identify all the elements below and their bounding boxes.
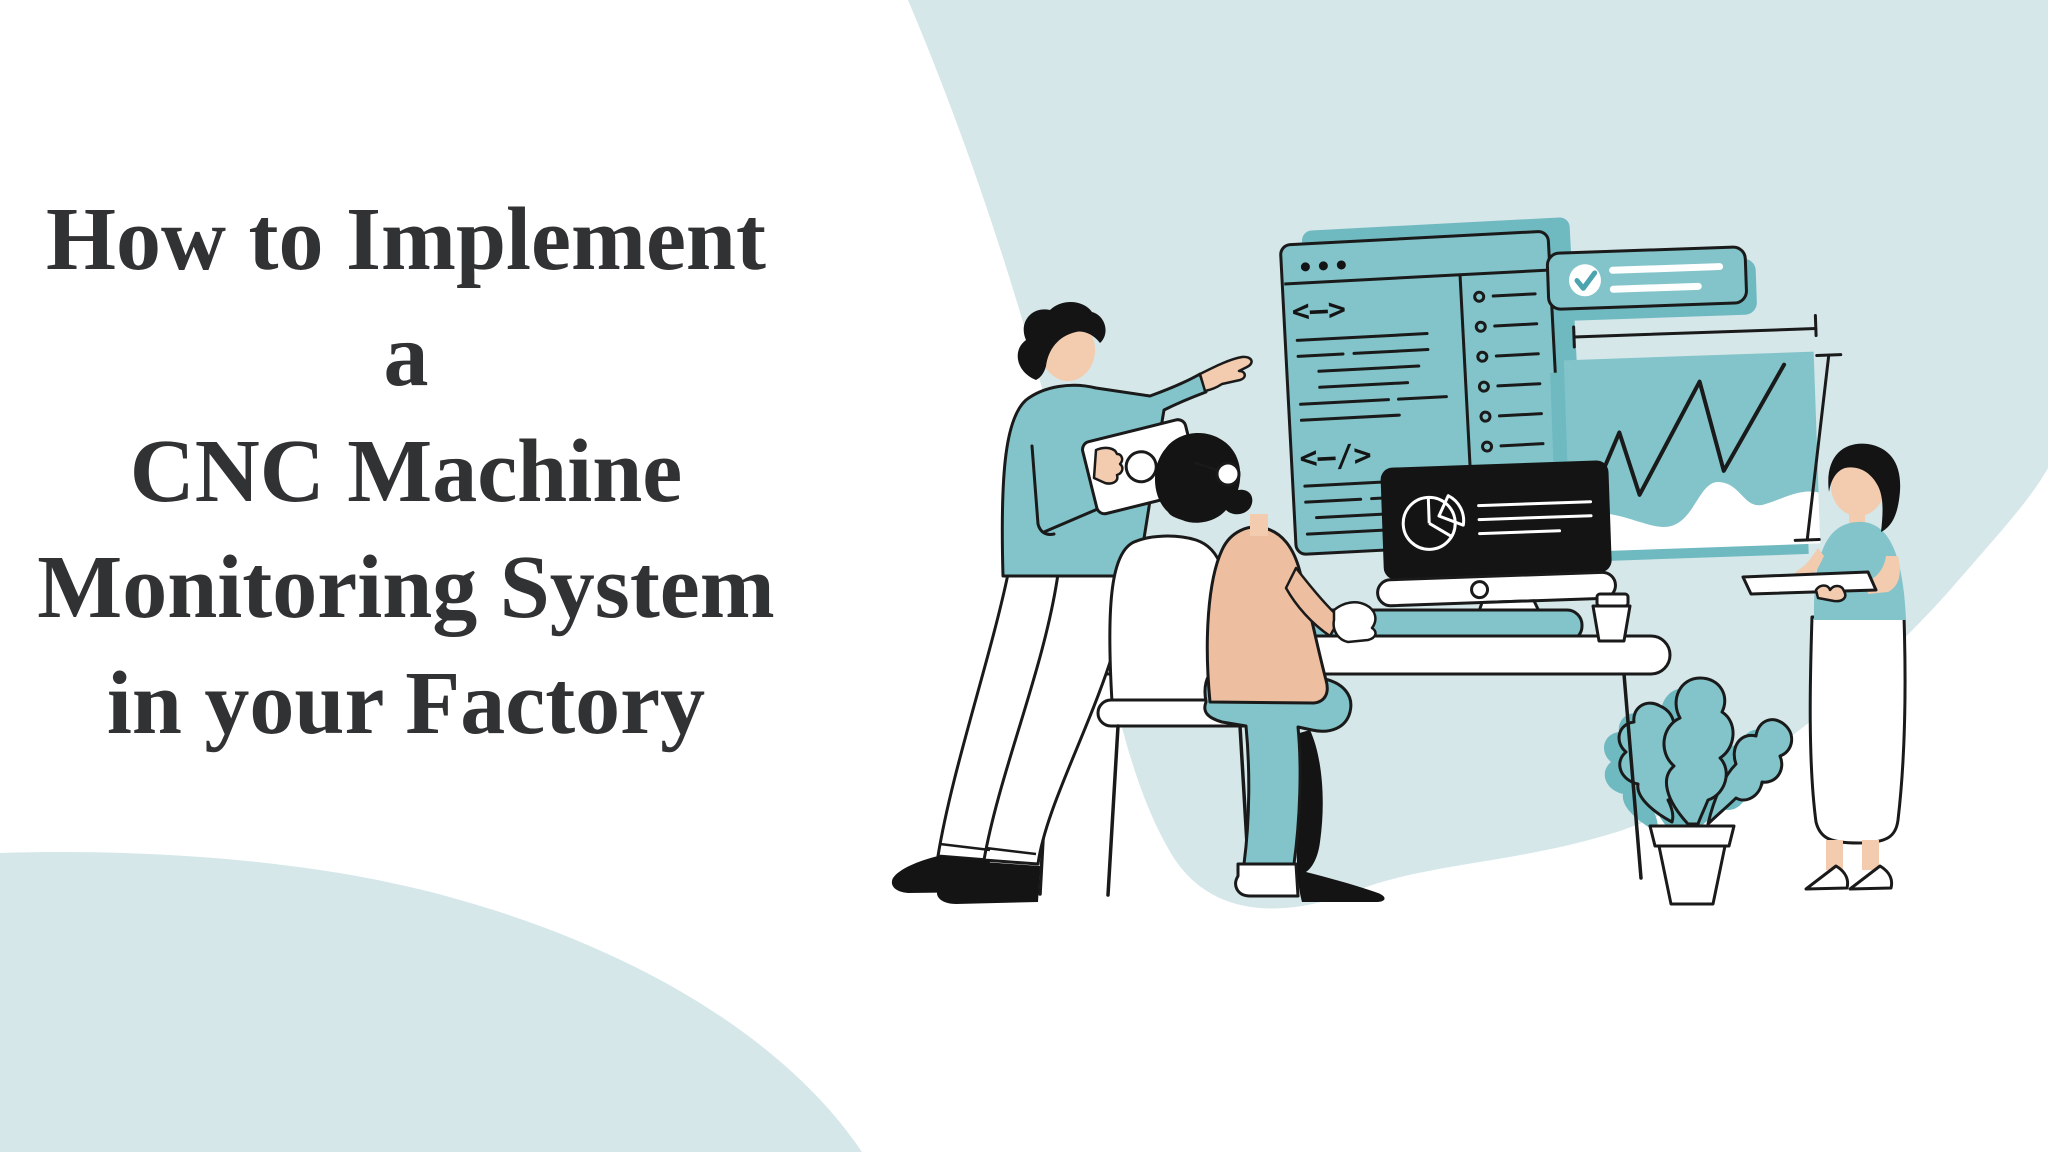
- check-badge-panel: [1545, 245, 1748, 311]
- coffee-cup: [1591, 592, 1632, 643]
- monitor: [1376, 460, 1617, 637]
- seated-developer: [1154, 433, 1385, 902]
- woman-with-tray: [1741, 443, 1907, 891]
- tray-hand: [1814, 584, 1847, 603]
- bullet-list: [1473, 290, 1545, 453]
- check-badge: [1545, 245, 1757, 321]
- developer-sock-shoe: [1234, 862, 1300, 898]
- pie-chart-icon: [1401, 494, 1466, 551]
- woman-skirt: [1808, 615, 1907, 845]
- code-close-tag-icon: <—/>: [1299, 438, 1373, 477]
- width-dimension-line: [1572, 314, 1818, 349]
- line-chart: [1591, 362, 1787, 497]
- page-title: How to Implement a CNC Machine Monitorin…: [20, 182, 792, 762]
- pointing-man-hair: [1017, 301, 1106, 380]
- woman-shoe: [1804, 864, 1850, 891]
- pointing-man-shoe: [936, 862, 1040, 904]
- potted-plant: [1604, 676, 1794, 906]
- window-dots: [1300, 260, 1346, 272]
- screen-text-lines: [1477, 500, 1593, 536]
- title-line-3: Monitoring System: [37, 538, 775, 637]
- height-dimension-line: [1793, 353, 1843, 542]
- developer-hair: [1154, 433, 1253, 523]
- code-lines: [1295, 332, 1448, 422]
- glasses-icon: [1215, 461, 1241, 487]
- developer-arm: [1284, 566, 1342, 638]
- developer-hand: [1332, 601, 1377, 644]
- code-open-tag-icon: <—>: [1291, 292, 1347, 330]
- chart-panel-board: [1563, 351, 1821, 553]
- woman-hair: [1828, 443, 1901, 532]
- area-chart: [1569, 481, 1821, 553]
- woman-shoe: [1848, 864, 1894, 891]
- title-line-2: CNC Machine: [129, 422, 683, 521]
- badge-text-lines: [1609, 263, 1724, 293]
- monitor-button: [1470, 580, 1490, 600]
- chart-panel: [1550, 314, 1843, 563]
- tray: [1741, 570, 1878, 596]
- title-line-1: How to Implement a: [46, 190, 766, 405]
- developer-boot: [1296, 730, 1385, 902]
- pointing-man: [891, 301, 1253, 904]
- plant-leaves: [1617, 676, 1794, 826]
- tablet-camera-icon: [1124, 450, 1158, 484]
- tablet-hand: [1092, 446, 1124, 485]
- title-line-4: in your Factory: [106, 654, 706, 753]
- plant-pot: [1648, 824, 1736, 906]
- pointing-hand: [1198, 355, 1253, 393]
- background-blob-left: [0, 852, 862, 1152]
